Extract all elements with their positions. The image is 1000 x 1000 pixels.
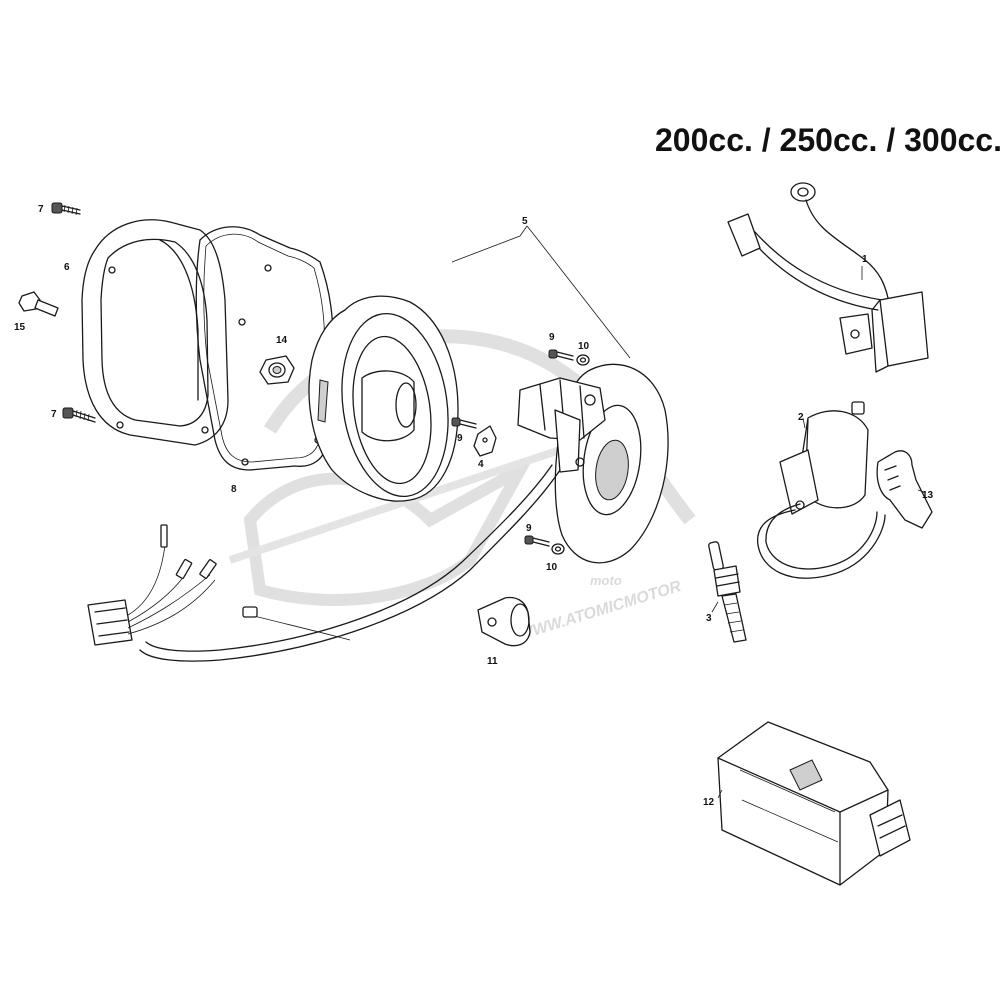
part-cover <box>81 219 229 446</box>
callout-5: 5 <box>522 216 528 227</box>
callout-14: 14 <box>276 335 288 346</box>
part-cdi-unit <box>717 721 911 886</box>
part-screw-9-bottom <box>524 535 550 547</box>
callout-9-mid: 9 <box>457 433 463 444</box>
page-title: 200cc. / 250cc. / 300cc. <box>655 122 1000 158</box>
callout-7-bottom: 7 <box>51 409 57 420</box>
part-sleeve <box>477 596 531 647</box>
part-screw-9-top <box>548 349 574 361</box>
part-bolt-15 <box>18 291 59 317</box>
callout-10-top: 10 <box>578 341 590 352</box>
callout-2: 2 <box>798 412 804 423</box>
part-rotor <box>308 295 459 502</box>
part-washer-10-top <box>576 354 590 366</box>
callout-4: 4 <box>478 459 484 470</box>
callout-1: 1 <box>862 254 868 265</box>
callout-9-top: 9 <box>549 332 555 343</box>
callout-12: 12 <box>703 797 715 808</box>
part-stator <box>517 363 669 564</box>
part-regulator <box>727 182 929 373</box>
part-plate <box>473 425 497 457</box>
part-washer-10-bottom <box>551 543 565 555</box>
watermark-brand: moto <box>590 573 622 588</box>
part-wiring-harness <box>87 464 561 662</box>
callout-9-bottom: 9 <box>526 523 532 534</box>
part-bolt-bottom <box>62 407 96 423</box>
callout-11: 11 <box>487 656 498 667</box>
callout-8: 8 <box>231 484 237 495</box>
callouts: 1 2 3 4 5 6 7 7 8 9 9 9 10 10 11 12 13 1… <box>14 204 934 808</box>
part-ignition-coil <box>757 401 886 579</box>
part-screw-9-mid <box>451 417 477 429</box>
callout-10-bottom: 10 <box>546 562 558 573</box>
callout-6: 6 <box>64 262 70 273</box>
callout-13: 13 <box>922 490 934 501</box>
part-bolt-top <box>51 202 81 216</box>
callout-7-top: 7 <box>38 204 44 215</box>
callout-15: 15 <box>14 322 26 333</box>
callout-3: 3 <box>706 613 712 624</box>
part-plug-cap <box>876 450 933 529</box>
part-nut <box>259 355 295 385</box>
part-spark-plug <box>708 541 747 643</box>
leader-lines <box>451 225 925 799</box>
